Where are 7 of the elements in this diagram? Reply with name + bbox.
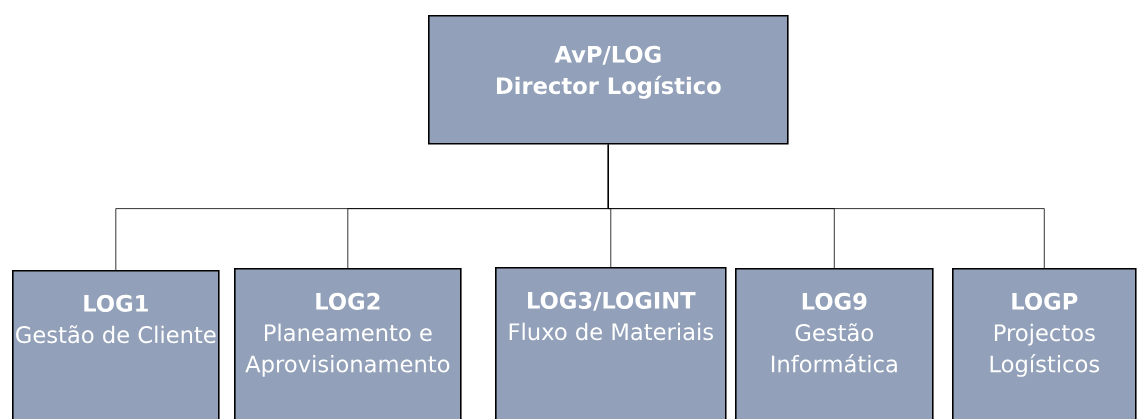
org-box: LOGP Projectos Logísticos [952,267,1137,419]
org-box: LOG2 Planeamento e Aprovisionamento [234,267,462,419]
org-box: LOG1 Gestão de Cliente [12,270,220,419]
org-box: LOG9 Gestão Informática [735,267,934,419]
org-box: AvP/LOG Director Logístico [428,15,789,145]
org-box: LOG3/LOGINT Fluxo de Materiais [495,267,727,419]
connector-line [607,144,1045,269]
